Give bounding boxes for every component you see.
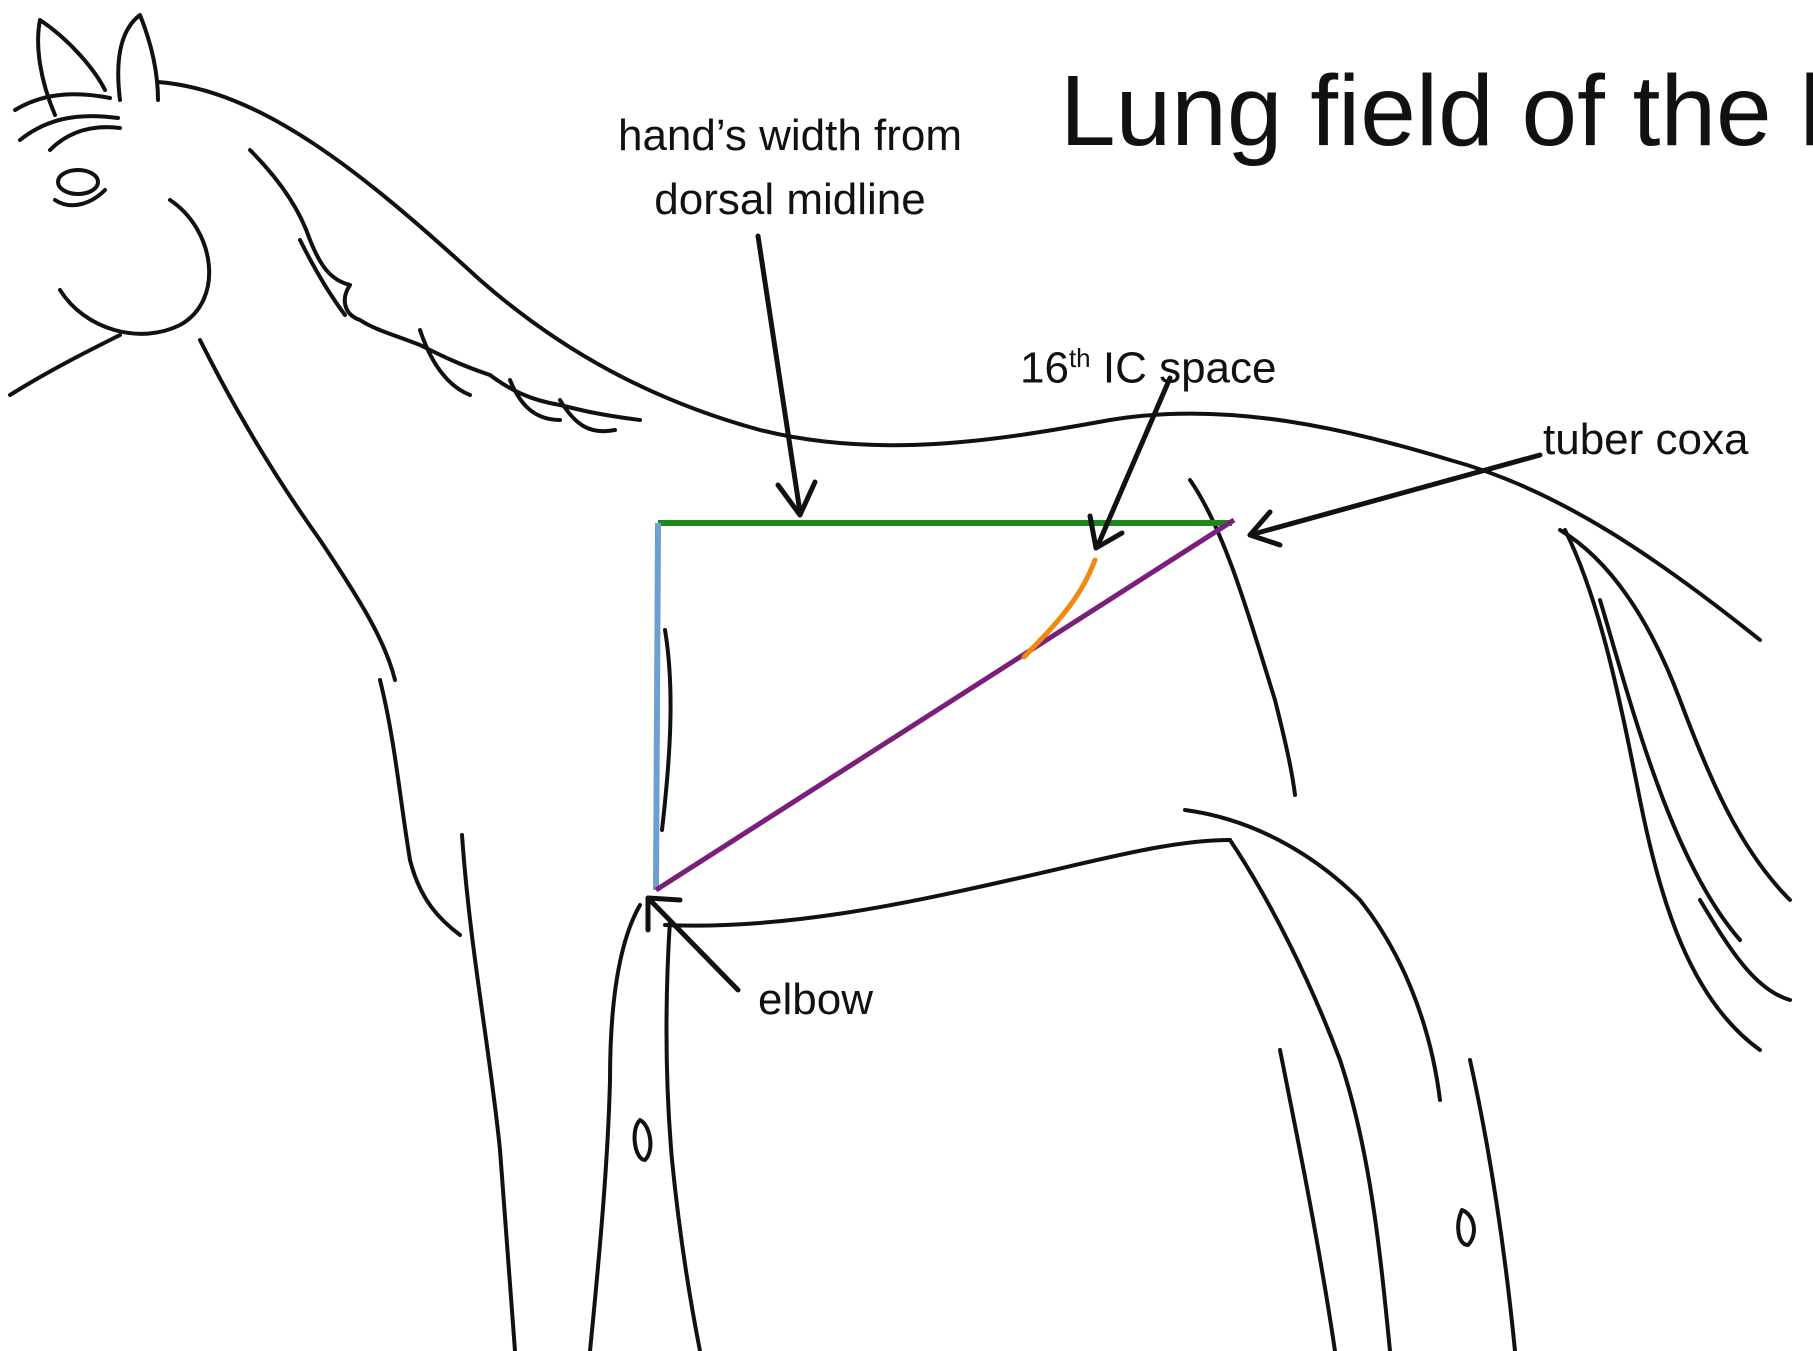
- horse-jaw: [60, 200, 209, 334]
- horse-hindleg-front: [1230, 840, 1390, 1351]
- dorsal-label-line-1: hand’s width from: [560, 104, 1020, 168]
- horse-eye: [58, 170, 98, 194]
- horse-chest: [380, 680, 460, 935]
- tuber-coxa-arrow: [1250, 455, 1540, 545]
- horse-shoulder-line: [662, 630, 671, 830]
- horse-stifle: [1185, 810, 1440, 1100]
- horse-foreleg-front: [462, 835, 515, 1351]
- vertical-boundary-line: [656, 523, 658, 890]
- horse-foreleg-back-inner: [666, 920, 700, 1351]
- horse-ear-right: [118, 15, 158, 100]
- tuber-coxa-label: tuber coxa: [1543, 408, 1748, 472]
- elbow-arrow: [648, 898, 738, 990]
- horse-tail-outer: [1560, 530, 1790, 900]
- horse-chestnut-front: [635, 1120, 651, 1160]
- dorsal-label: hand’s width from dorsal midline: [560, 104, 1020, 232]
- horse-belly: [665, 840, 1230, 926]
- ic-space-suffix: th: [1069, 343, 1091, 373]
- elbow-label: elbow: [758, 968, 873, 1032]
- horse-ear-left: [38, 20, 105, 115]
- horse-foreleg-back-outer: [590, 905, 640, 1351]
- horse-tail-inner: [1565, 530, 1790, 1050]
- dorsal-label-line-2: dorsal midline: [560, 168, 1020, 232]
- horse-muzzle: [10, 335, 120, 395]
- horse-throat: [200, 340, 395, 680]
- horse-hindleg-inner: [1280, 1050, 1335, 1351]
- page-title: Lung field of the horse: [1060, 52, 1813, 170]
- diagonal-boundary-line: [656, 520, 1234, 890]
- horse-forelock: [15, 94, 120, 150]
- ic-space-number: 16: [1020, 344, 1069, 393]
- horse-chestnut-hind: [1458, 1210, 1474, 1245]
- horse-hindleg-back: [1470, 1060, 1515, 1351]
- ic-space-label: 16th IC space: [1020, 326, 1277, 401]
- ic-space-curve: [1024, 560, 1095, 657]
- dorsal-arrow: [758, 236, 815, 515]
- ic-space-text: IC space: [1091, 344, 1277, 393]
